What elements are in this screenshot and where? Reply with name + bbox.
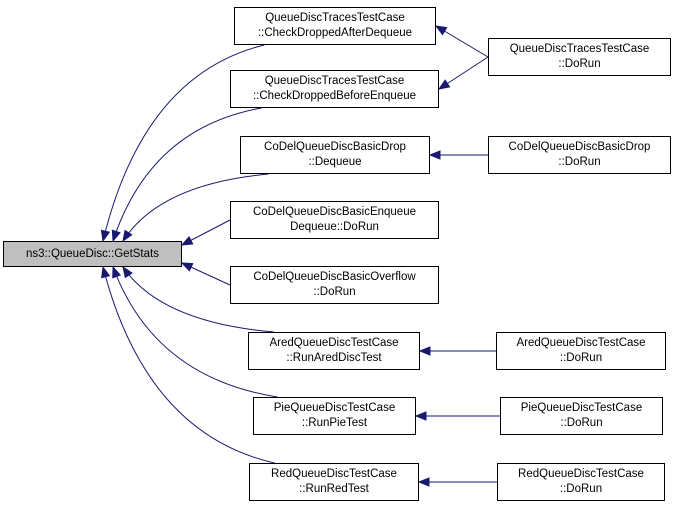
- arrowhead: [428, 150, 441, 160]
- edge-qdt_after-to-root: [102, 44, 265, 242]
- edge-codel_drop_deq-to-root: [122, 173, 269, 242]
- node-red-run-red-test[interactable]: RedQueueDiscTestCase ::RunRedTest: [249, 463, 419, 501]
- node-label: ns3::QueueDisc::GetStats: [26, 247, 159, 260]
- node-label-line-2: ::DoRun: [559, 352, 603, 364]
- node-label-line-2: ::RunPieTest: [301, 417, 368, 429]
- node-label-line-1: QueueDiscTracesTestCase: [264, 75, 405, 87]
- node-label-line-1: QueueDiscTracesTestCase: [509, 43, 650, 55]
- node-codel-basic-drop-dequeue[interactable]: CoDelQueueDiscBasicDrop ::Dequeue: [240, 136, 430, 174]
- node-label-line-2: ::DoRun: [313, 286, 356, 298]
- node-pie-run-pie-test[interactable]: PieQueueDiscTestCase ::RunPieTest: [253, 397, 416, 435]
- node-label-line-2: ::CheckDroppedAfterDequeue: [257, 27, 413, 39]
- node-codel-basic-overflow-dorun[interactable]: CoDelQueueDiscBasicOverflow ::DoRun: [230, 266, 439, 304]
- node-label-line-1: RedQueueDiscTestCase: [271, 468, 397, 480]
- node-label-line-2: ::DoRun: [560, 417, 603, 429]
- arrowhead: [434, 25, 448, 36]
- arrowhead: [417, 477, 430, 487]
- node-queuedisc-getstats[interactable]: ns3::QueueDisc::GetStats: [3, 241, 182, 267]
- node-label-line-2: ::DoRun: [558, 156, 601, 168]
- node-label-line-2: ::CheckDroppedBeforeEnqueue: [252, 90, 417, 102]
- arrowhead: [418, 346, 431, 356]
- arrowhead: [414, 411, 427, 421]
- node-label-line-1: CoDelQueueDiscBasicOverflow: [253, 271, 416, 283]
- node-queuedisc-traces-dorun[interactable]: QueueDiscTracesTestCase ::DoRun: [488, 38, 671, 76]
- node-label-line-2: Dequeue::DoRun: [290, 221, 379, 233]
- node-label-line-2: ::RunAredDiscTest: [286, 352, 382, 364]
- arrowhead: [112, 265, 122, 279]
- node-label-line-1: CoDelQueueDiscBasicDrop: [508, 141, 651, 153]
- node-codel-basic-drop-dorun[interactable]: CoDelQueueDiscBasicDrop ::DoRun: [488, 136, 671, 174]
- node-label-line-1: AredQueueDiscTestCase: [516, 337, 646, 349]
- node-label-line-2: ::DoRun: [558, 58, 601, 70]
- node-label-line-1: PieQueueDiscTestCase: [273, 402, 396, 414]
- arrowhead: [437, 79, 451, 90]
- node-label-line-2: ::RunRedTest: [299, 483, 369, 495]
- node-label-line-1: CoDelQueueDiscBasicDrop: [264, 141, 406, 153]
- node-label-line-2: ::Dequeue: [308, 156, 362, 168]
- node-label-line-1: QueueDiscTracesTestCase: [265, 12, 405, 24]
- node-ared-dorun[interactable]: AredQueueDiscTestCase ::DoRun: [496, 332, 666, 370]
- node-label-line-2: ::DoRun: [559, 483, 603, 495]
- node-label-line-1: PieQueueDiscTestCase: [520, 402, 643, 414]
- arrowhead: [122, 229, 133, 243]
- edge-red_run-to-root: [102, 266, 275, 464]
- node-label-line-1: CoDelQueueDiscBasicEnqueue: [252, 206, 416, 218]
- arrowhead: [111, 229, 121, 243]
- edge-ared_run-to-root: [122, 266, 274, 333]
- node-check-dropped-after-dequeue[interactable]: QueueDiscTracesTestCase ::CheckDroppedAf…: [234, 7, 436, 45]
- node-ared-run-ared-disc-test[interactable]: AredQueueDiscTestCase ::RunAredDiscTest: [248, 332, 420, 370]
- node-check-dropped-before-enqueue[interactable]: QueueDiscTracesTestCase ::CheckDroppedBe…: [230, 70, 439, 108]
- arrowhead: [101, 265, 111, 279]
- edge-pie_run-to-root: [112, 266, 278, 398]
- edge-qdt_before-to-root: [112, 107, 262, 242]
- arrowhead: [100, 229, 111, 243]
- arrowhead: [180, 262, 194, 272]
- node-codel-basic-enqueue-dequeue-dorun[interactable]: CoDelQueueDiscBasicEnqueue Dequeue::DoRu…: [230, 201, 439, 239]
- node-label-line-1: AredQueueDiscTestCase: [269, 337, 399, 349]
- arrowhead: [122, 265, 133, 279]
- node-label-line-1: RedQueueDiscTestCase: [518, 468, 644, 480]
- node-pie-dorun[interactable]: PieQueueDiscTestCase ::DoRun: [500, 397, 663, 435]
- arrowhead: [180, 235, 194, 246]
- node-red-dorun[interactable]: RedQueueDiscTestCase ::DoRun: [497, 463, 665, 501]
